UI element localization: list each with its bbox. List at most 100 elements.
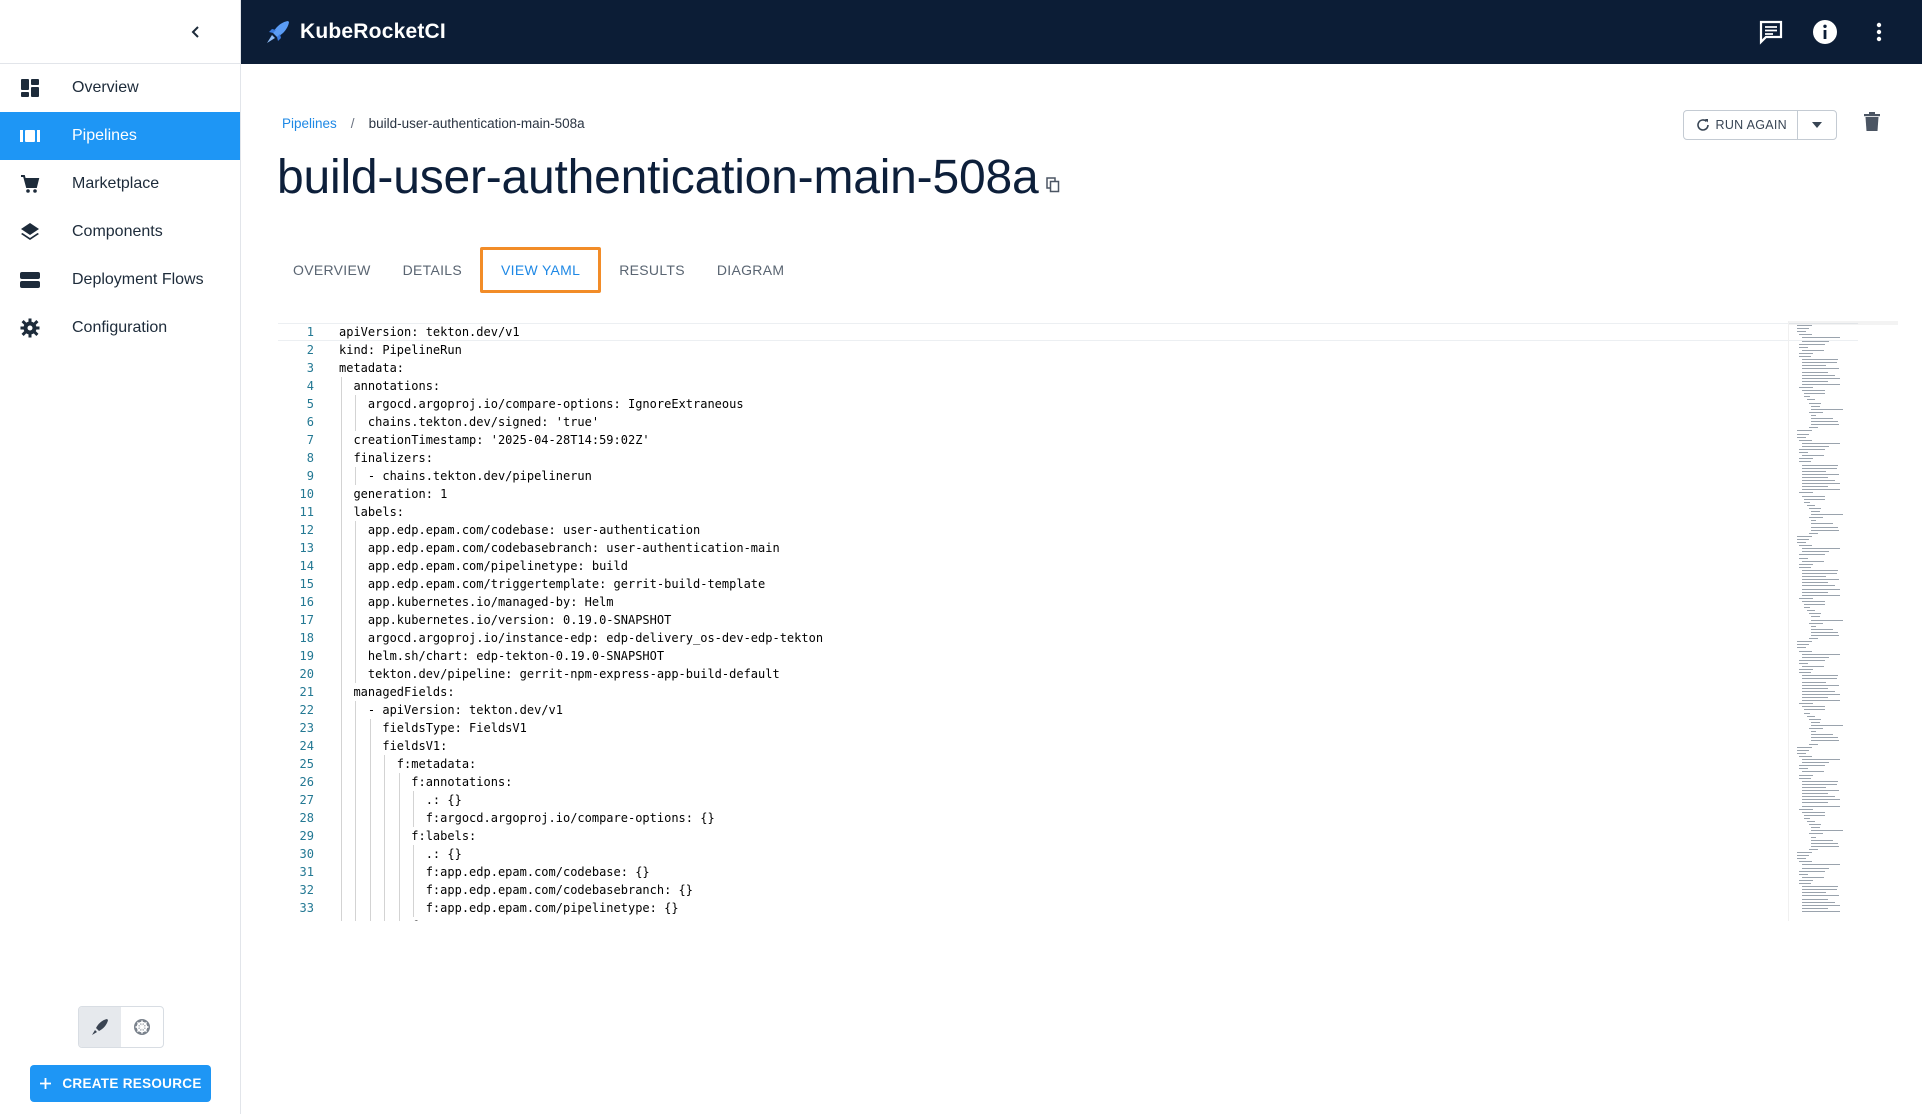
sidebar-item-marketplace[interactable]: Marketplace [0, 160, 240, 208]
minimap-line [1801, 473, 1840, 475]
rocket-logo-icon [267, 21, 289, 43]
line-number: 8 [306, 451, 314, 465]
minimap-line [1811, 628, 1833, 630]
minimap-line [1809, 507, 1822, 509]
minimap-line [1799, 768, 1809, 770]
indent-guide [369, 755, 371, 773]
sidebar-item-configuration[interactable]: Configuration [0, 304, 240, 352]
code-line: 29 f:labels: [278, 827, 1858, 845]
tab-diagram[interactable]: DIAGRAM [716, 262, 785, 278]
minimap-line [1801, 889, 1838, 891]
minimap-line [1809, 517, 1824, 519]
minimap-line [1799, 557, 1809, 559]
indent-guide [341, 611, 342, 629]
sidebar-item-deployment-flows[interactable]: Deployment Flows [0, 256, 240, 304]
indent-guide [398, 845, 400, 863]
code-line: 9 - chains.tekton.dev/pipelinerun [278, 467, 1858, 485]
line-number: 17 [299, 613, 314, 627]
minimap-line [1809, 824, 1822, 826]
sidebar-item-pipelines[interactable]: Pipelines [0, 112, 240, 160]
trash-icon [1864, 112, 1880, 131]
rocket-mode-button[interactable] [79, 1007, 121, 1047]
line-number: 28 [299, 811, 314, 825]
minimap-line [1811, 424, 1839, 426]
indent-guide [355, 773, 357, 791]
breadcrumb-pipelines-link[interactable]: Pipelines [282, 116, 337, 131]
code-line: 5 argocd.argoproj.io/compare-options: Ig… [278, 395, 1858, 413]
tab-overview[interactable]: OVERVIEW [293, 262, 371, 278]
indent-guide [398, 881, 400, 899]
run-again-dropdown-button[interactable] [1798, 111, 1836, 139]
line-number: 32 [299, 883, 314, 897]
line-text: f:labels: [339, 829, 477, 843]
minimap-line [1801, 548, 1840, 550]
minimap-line [1801, 805, 1840, 807]
copy-title-button[interactable] [1046, 177, 1060, 193]
kubernetes-mode-button[interactable] [121, 1007, 163, 1047]
minimap-line [1811, 836, 1816, 838]
code-line: 31 f:app.edp.epam.com/codebase: {} [278, 863, 1858, 881]
feedback-button[interactable] [1756, 17, 1786, 47]
minimap-slider[interactable] [1789, 321, 1898, 325]
line-text: f:app.edp.epam.com/codebasebranch: {} [339, 883, 694, 897]
minimap-line [1809, 613, 1822, 615]
minimap-line [1801, 365, 1827, 367]
line-text: creationTimestamp: '2025-04-28T14:59:02Z… [339, 433, 650, 447]
indent-guide [355, 521, 357, 539]
sidebar-item-overview[interactable]: Overview [0, 64, 240, 112]
line-text: .: {} [339, 793, 462, 807]
tab-details[interactable]: DETAILS [402, 262, 463, 278]
indent-guide [355, 413, 357, 431]
run-again-button[interactable]: RUN AGAIN [1684, 111, 1798, 139]
minimap-line [1801, 783, 1838, 785]
line-number: 1 [306, 325, 314, 339]
indent-guide [384, 827, 386, 845]
more-menu-button[interactable] [1864, 17, 1894, 47]
indent-guide [369, 845, 371, 863]
create-resource-button[interactable]: CREATE RESOURCE [30, 1065, 211, 1102]
minimap-line [1801, 802, 1829, 804]
indent-guide [355, 557, 357, 575]
minimap-line [1811, 619, 1843, 621]
minimap-line [1811, 523, 1833, 525]
minimap-line [1801, 368, 1840, 370]
minimap-line [1811, 520, 1816, 522]
code-line: 8 finalizers: [278, 449, 1858, 467]
minimap-line [1799, 879, 1813, 881]
cart-icon [20, 174, 40, 194]
indent-guide [355, 593, 357, 611]
sidebar-item-components[interactable]: Components [0, 208, 240, 256]
minimap-line [1811, 721, 1820, 723]
tab-view-yaml[interactable]: VIEW YAML [480, 247, 602, 293]
code-line: 20 tekton.dev/pipeline: gerrit-npm-expre… [278, 665, 1858, 683]
minimap-line [1811, 845, 1839, 847]
code-line: 7 creationTimestamp: '2025-04-28T14:59:0… [278, 431, 1858, 449]
minimap-line [1799, 662, 1809, 664]
indent-guide [355, 899, 357, 917]
delete-button[interactable] [1864, 112, 1880, 131]
minimap-line [1809, 532, 1818, 534]
mode-toggle [78, 1006, 164, 1048]
minimap-line [1799, 449, 1825, 450]
tab-results[interactable]: RESULTS [619, 262, 685, 278]
brand-logo[interactable]: KubeRocketCI [264, 18, 446, 46]
rocket-icon [92, 1019, 108, 1035]
code-line: 19 helm.sh/chart: edp-tekton-0.19.0-SNAP… [278, 647, 1858, 665]
indent-guide [369, 827, 371, 845]
minimap-line [1799, 452, 1809, 454]
minimap-line [1799, 808, 1813, 810]
minimap-line [1801, 793, 1829, 795]
line-number: 18 [299, 631, 314, 645]
collapse-sidebar-button[interactable] [182, 18, 210, 46]
info-button[interactable] [1810, 17, 1840, 47]
editor-minimap[interactable] [1788, 321, 1898, 921]
indent-guide [341, 575, 342, 593]
indent-guide [355, 827, 357, 845]
copy-icon [1046, 177, 1060, 193]
sidebar-item-label: Pipelines [72, 127, 137, 144]
minimap-line [1797, 641, 1813, 643]
line-text: app.edp.epam.com/codebasebranch: user-au… [339, 541, 780, 555]
